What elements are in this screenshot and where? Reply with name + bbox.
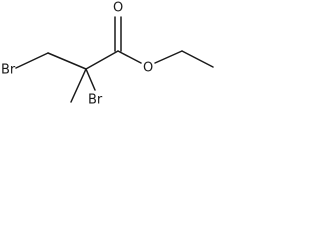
bond-br1-c3 <box>15 52 49 69</box>
bond-c1-o-ester <box>117 50 142 64</box>
molecule-structure: Br Br O O <box>1 1 214 108</box>
bond-o-ester-ch2 <box>154 50 183 64</box>
bond-c2-methyl <box>70 68 87 103</box>
atom-label-o: O <box>143 61 153 76</box>
atom-label-br: Br <box>1 63 16 78</box>
bond-ch2-ch3 <box>181 50 214 68</box>
bond-c2-c1 <box>85 50 119 70</box>
atom-label-o: O <box>113 1 123 16</box>
bond-c2-br2 <box>85 68 96 91</box>
bond-c3-c2 <box>47 52 87 70</box>
atom-label-br: Br <box>88 93 103 108</box>
